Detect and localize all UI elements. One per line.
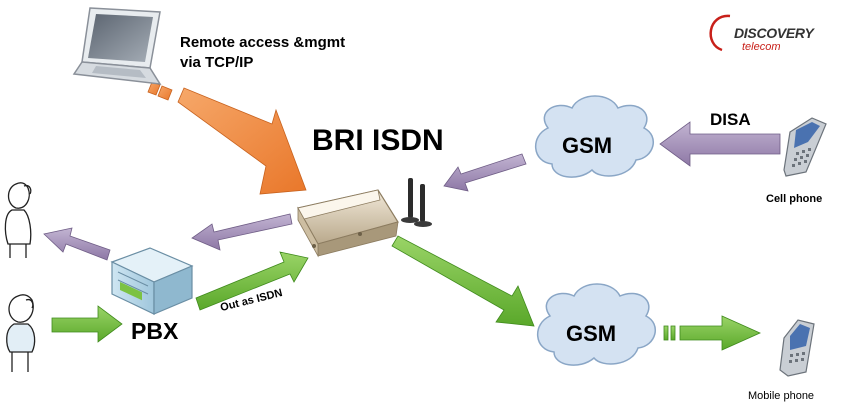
cloud-icon [534,95,654,178]
gsm-to-gateway-arrow [443,153,527,192]
laptop-icon [72,7,162,85]
pbx-server-icon [110,247,194,315]
cloud-icon [536,283,656,366]
gateway-to-gsm-arrow [391,235,535,327]
logo-wordmark: DISCOVERY [734,25,814,41]
gateway-device-icon [297,178,432,258]
person-on-phone-icon [6,294,36,372]
company-logo-icon [709,14,731,52]
mobile-phone-icon [779,319,815,377]
gsm-cloud-top-label: GSM [562,133,613,158]
pbx-label: PBX [131,318,179,344]
person-to-pbx-arrow [51,305,123,343]
gsm-cloud-bottom-label: GSM [566,321,617,346]
pbx-to-person-arrow [43,227,111,261]
logo-subtitle: telecom [742,41,781,53]
out-as-isdn-arrow [195,251,309,311]
disa-label: DISA [710,110,751,129]
disa-arrow [659,121,781,167]
cell-phone-label: Cell phone [766,193,823,205]
diagram-title: BRI ISDN [312,124,444,157]
remote-access-arrow [147,81,307,195]
person-on-phone-icon [4,182,32,258]
gateway-to-pbx-arrow [191,213,293,251]
remote-access-label: Remote access &mgmt via TCP/IP [180,34,346,71]
gsm-to-mobile-arrow [663,315,761,351]
cell-phone-icon [783,117,827,177]
mobile-phone-label: Mobile phone [748,390,815,402]
